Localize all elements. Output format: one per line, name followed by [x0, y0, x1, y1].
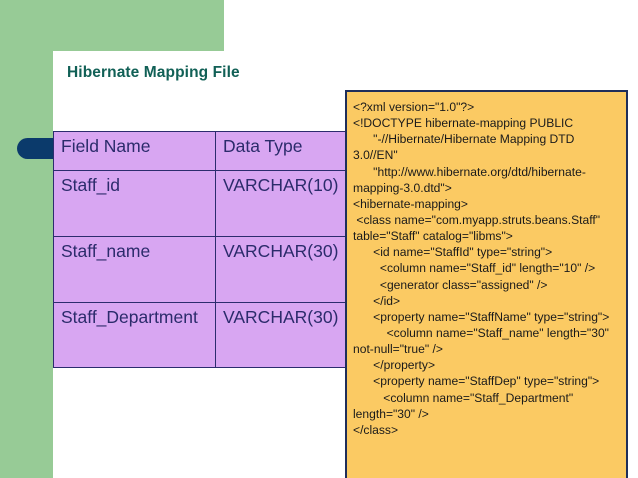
hibernate-mapping-code-panel: <?xml version="1.0"?> <!DOCTYPE hibernat… [345, 90, 628, 478]
green-left-band-decoration [0, 0, 53, 478]
hibernate-mapping-code-text: <?xml version="1.0"?> <!DOCTYPE hibernat… [353, 100, 610, 437]
page-title: Hibernate Mapping File [67, 64, 240, 81]
table-cell-field-name: Staff_name [53, 236, 216, 303]
table-row: Staff_id VARCHAR(10) [53, 170, 371, 237]
table-cell-data-type: VARCHAR(30) [215, 236, 371, 303]
navy-pill-accent-icon [17, 138, 58, 159]
staff-schema-table: Field Name Data Type Staff_id VARCHAR(10… [53, 131, 371, 368]
table-header-row: Field Name Data Type [53, 131, 371, 171]
table-cell-field-name: Staff_id [53, 170, 216, 237]
table-cell-field-name: Staff_Department [53, 302, 216, 368]
green-top-block-decoration [0, 0, 224, 51]
table-row: Staff_name VARCHAR(30) [53, 236, 371, 303]
table-cell-data-type: VARCHAR(10) [215, 170, 371, 237]
table-header-field-name: Field Name [53, 131, 216, 171]
table-row: Staff_Department VARCHAR(30) [53, 302, 371, 368]
